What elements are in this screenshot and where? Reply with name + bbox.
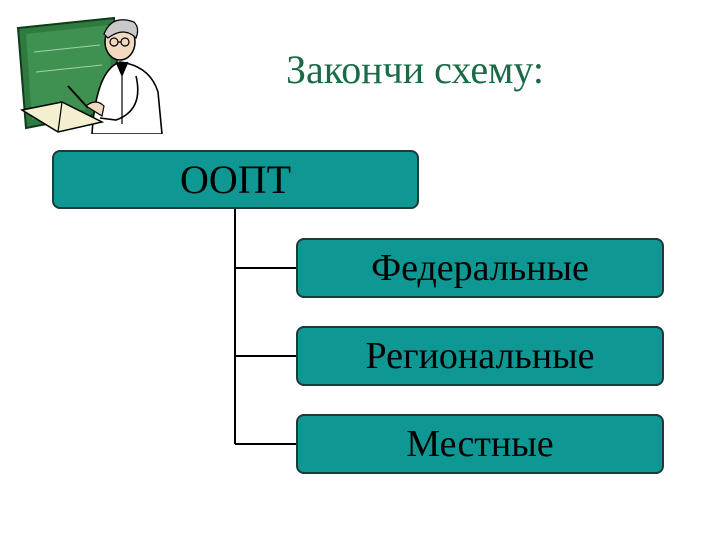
child-node-federal: Федеральные xyxy=(296,238,664,298)
slide-title: Закончи схему: xyxy=(286,47,545,92)
child-node-label: Федеральные xyxy=(371,247,589,289)
teacher-clipart xyxy=(16,16,163,134)
root-node-oopt: ООПТ xyxy=(52,150,419,209)
child-node-regional: Региональные xyxy=(296,326,664,386)
child-node-label: Местные xyxy=(406,423,554,465)
child-node-label: Региональные xyxy=(365,335,595,377)
child-node-local: Местные xyxy=(296,414,664,474)
root-node-label: ООПТ xyxy=(179,157,292,202)
